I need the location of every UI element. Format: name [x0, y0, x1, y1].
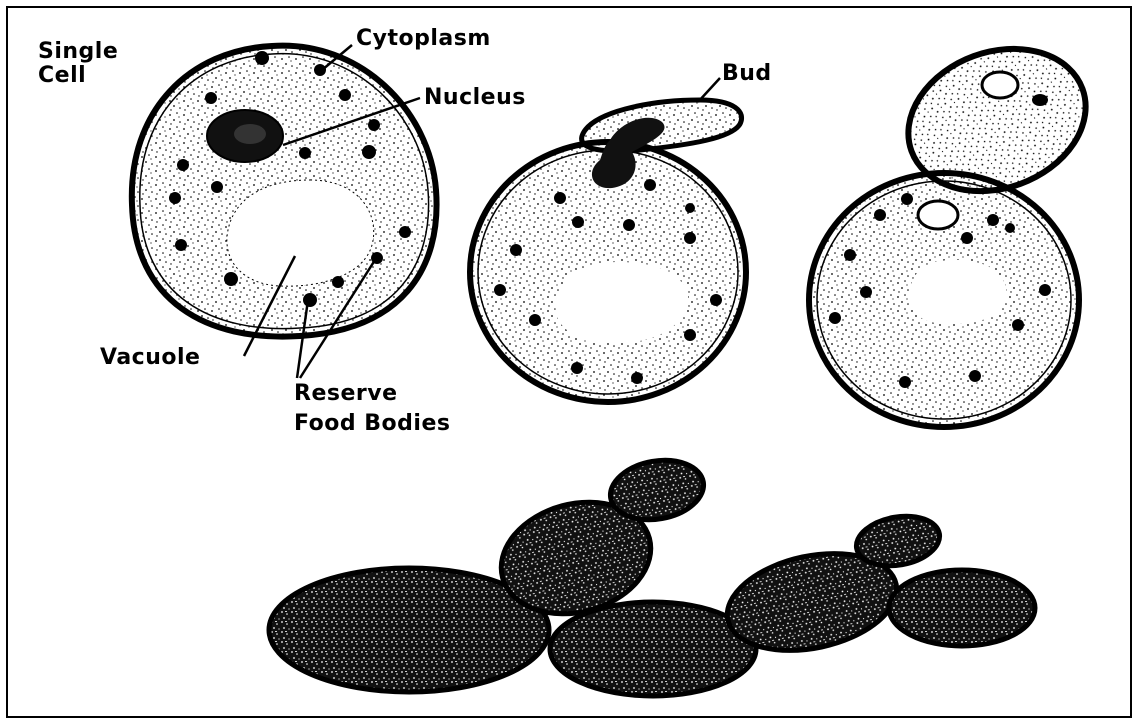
food-body: [368, 119, 380, 131]
food-body: [961, 232, 973, 244]
food-body: [1005, 223, 1015, 233]
vacuole-label: Vacuole: [100, 345, 200, 370]
food-body: [529, 314, 541, 326]
food-body: [899, 376, 911, 388]
food-body: [844, 249, 856, 261]
single-cell: [132, 46, 437, 337]
food-body: [644, 179, 656, 191]
bud-label: Bud: [722, 61, 772, 86]
food-body: [494, 284, 506, 296]
nucleolus: [234, 124, 266, 144]
food-body: [205, 92, 217, 104]
food-body: [314, 64, 326, 76]
nucleus-label: Nucleus: [424, 85, 526, 110]
food-body: [710, 294, 722, 306]
food-body: [175, 239, 187, 251]
food-body: [623, 219, 635, 231]
food-body: [874, 209, 886, 221]
food-body: [901, 193, 913, 205]
separating-cells: [809, 25, 1106, 427]
food-body: [211, 181, 223, 193]
food-body: [510, 244, 522, 256]
budding-cell: [470, 100, 746, 402]
food-body: [1039, 284, 1051, 296]
food-body: [332, 276, 344, 288]
food-body: [299, 147, 311, 159]
cell-chain: [269, 453, 1035, 696]
food-body: [177, 159, 189, 171]
food-body: [572, 216, 584, 228]
chain-cell: [889, 570, 1035, 646]
single-cell-label-line1: Single: [38, 39, 118, 64]
food-body: [685, 203, 695, 213]
food-body: [829, 312, 841, 324]
food-body: [631, 372, 643, 384]
daughter-vacuole: [982, 72, 1018, 98]
food-body: [571, 362, 583, 374]
food-body: [224, 272, 238, 286]
single-cell-label-line2: Cell: [38, 63, 86, 88]
food-body: [339, 89, 351, 101]
chain-cell: [852, 510, 943, 572]
food-body: [860, 286, 872, 298]
food-body: [303, 293, 317, 307]
food-body: [169, 192, 181, 204]
food-body: [987, 214, 999, 226]
food-body: [399, 226, 411, 238]
reserve-food-label-line2: Food Bodies: [294, 411, 450, 436]
food-body: [554, 192, 566, 204]
daughter-nucleus: [1032, 94, 1048, 106]
food-body: [684, 329, 696, 341]
vacuole: [909, 260, 1007, 324]
food-body: [684, 232, 696, 244]
mother-small-vacuole: [918, 201, 958, 229]
cytoplasm-label: Cytoplasm: [356, 26, 491, 51]
food-body: [969, 370, 981, 382]
food-body: [1012, 319, 1024, 331]
food-body: [362, 145, 376, 159]
reserve-food-label-line1: Reserve: [294, 381, 398, 406]
food-body: [255, 51, 269, 65]
